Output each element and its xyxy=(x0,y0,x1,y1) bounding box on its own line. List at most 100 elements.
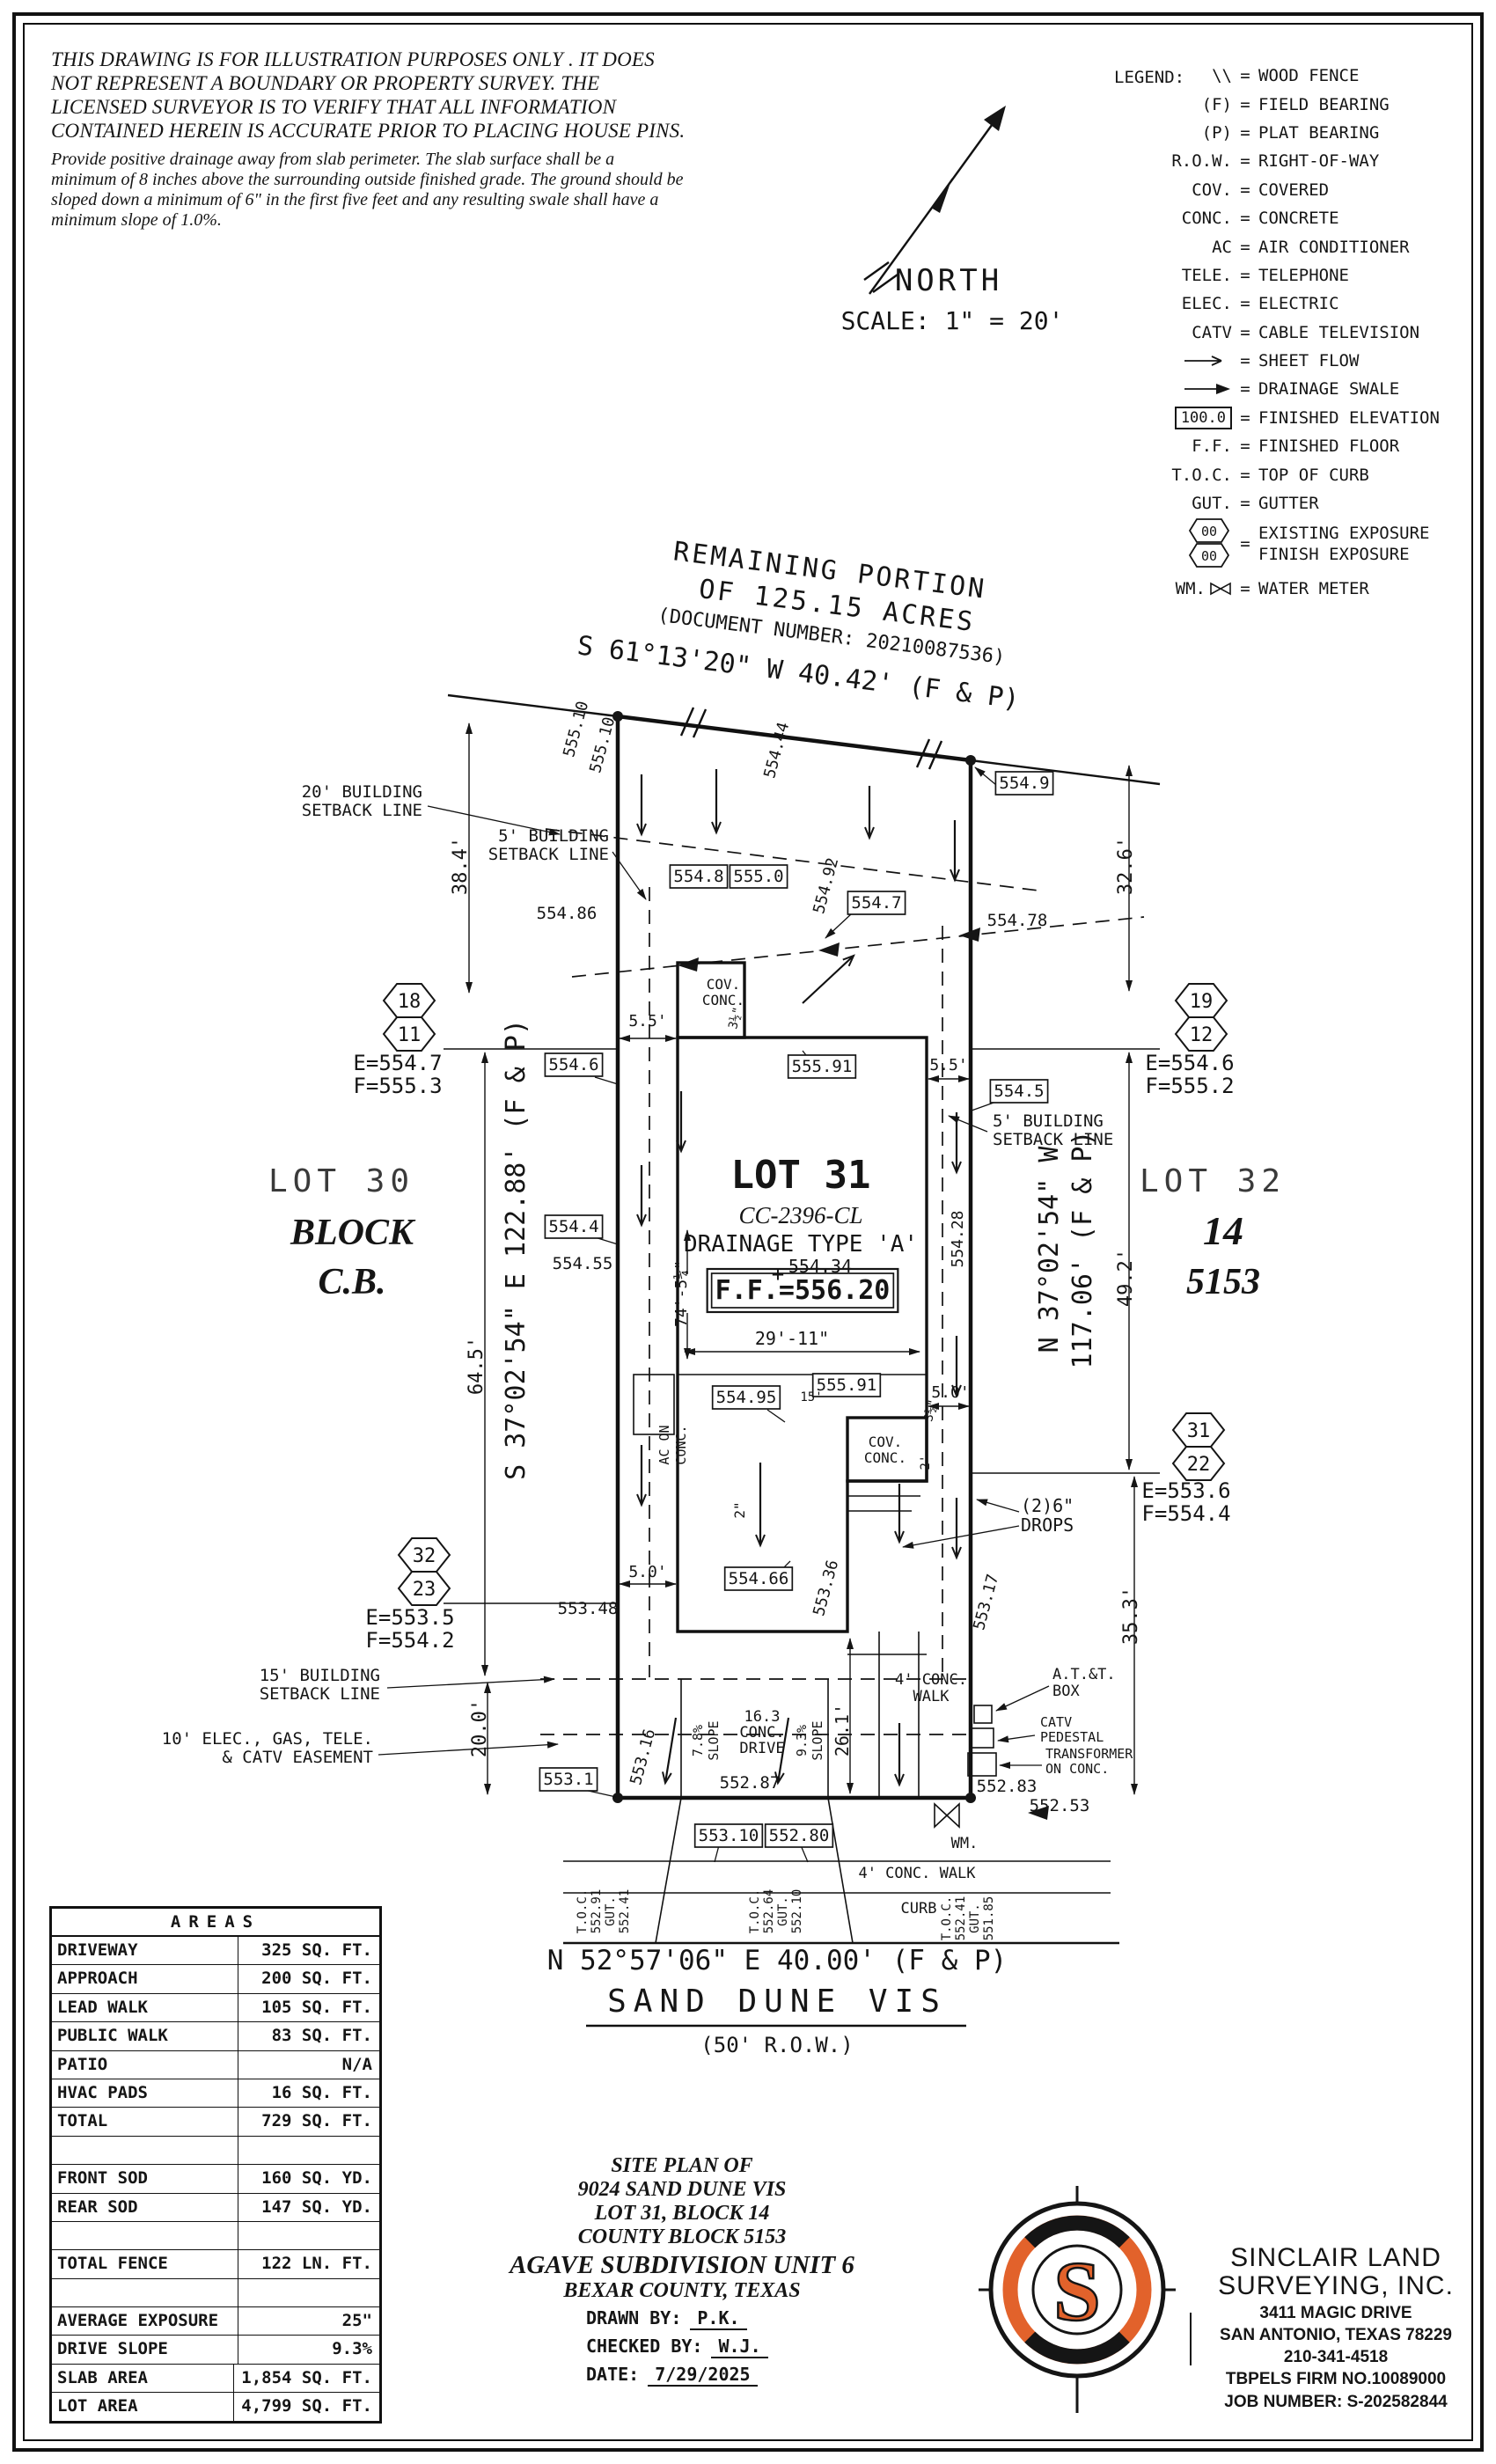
plan-label: 2" xyxy=(731,1501,748,1518)
plan-label: 554.95 xyxy=(716,1388,777,1407)
plan-label: 551.85 xyxy=(982,1896,996,1941)
sheet-flow-icon xyxy=(1114,354,1232,368)
plan-label: 554.5 xyxy=(994,1082,1044,1101)
plan-label: SAND DUNE VIS xyxy=(607,1984,947,2020)
plan-label: 554.7 xyxy=(851,893,901,913)
plan-label: 3½" xyxy=(921,1398,941,1424)
plan-label: CC-2396-CL xyxy=(738,1202,862,1228)
plan-label: F=554.2 xyxy=(365,1628,454,1653)
plan-label: 15' BUILDING xyxy=(260,1666,380,1685)
plan-label: SLOPE xyxy=(706,1720,722,1760)
water-meter-legend-icon xyxy=(1210,582,1231,596)
areas-label: HVAC PADS xyxy=(52,2079,239,2108)
areas-value xyxy=(238,2137,379,2164)
plan-label: DRAINAGE TYPE 'A' xyxy=(684,1231,918,1258)
legend: LEGEND: \\ = WOOD FENCE (F) = FIELD BEAR… xyxy=(1114,62,1492,607)
areas-value: 105 SQ. FT. xyxy=(261,1997,372,2017)
areas-label: LOT AREA xyxy=(52,2393,235,2421)
areas-table-row xyxy=(52,2136,379,2166)
plan-label: 554.92 xyxy=(810,855,842,915)
wood-fence-icon: \\ xyxy=(1212,66,1232,86)
marker-number: 19 xyxy=(1190,991,1214,1013)
plan-label: 552.87 xyxy=(720,1773,781,1793)
plan-label: GUT. xyxy=(604,1896,618,1926)
plan-label: LOT 30 xyxy=(268,1163,414,1199)
plan-label: (50' R.O.W.) xyxy=(700,2033,853,2057)
flatwork xyxy=(563,1632,1119,2028)
plan-label: T.O.C. xyxy=(576,1889,590,1934)
plan-label: WALK xyxy=(913,1688,950,1705)
firm-address: SAN ANTONIO, TEXAS 78229 xyxy=(1220,2326,1452,2344)
plan-label: 554.78 xyxy=(987,911,1048,930)
plan-label: 553.16 xyxy=(627,1727,659,1786)
legend-row-field-bearing: (F) = FIELD BEARING xyxy=(1201,94,1390,114)
plan-label: 554.4 xyxy=(548,1217,598,1236)
plan-label: 5.5' xyxy=(929,1056,967,1074)
firm-name: SINCLAIR LAND xyxy=(1230,2243,1441,2272)
plan-label: E=553.6 xyxy=(1141,1478,1230,1503)
plan-label: 15' xyxy=(800,1390,822,1404)
plan-label: ON CONC. xyxy=(1045,1761,1109,1777)
plan-label: + xyxy=(772,1262,784,1287)
areas-value: 200 SQ. FT. xyxy=(261,1969,372,1989)
title-county-block: COUNTY BLOCK 5153 xyxy=(577,2226,787,2248)
plan-label: 117.06' (F & P) xyxy=(1067,1131,1098,1369)
areas-label xyxy=(52,2278,239,2307)
plan-label: 554.9 xyxy=(999,774,1049,793)
plan-label: GUT. xyxy=(776,1896,790,1926)
drainage-swale-icon xyxy=(1114,382,1232,396)
plan-label: CATV xyxy=(1040,1714,1072,1730)
plan-label: F=554.4 xyxy=(1141,1501,1230,1526)
legend-title: LEGEND: xyxy=(1114,68,1185,87)
plan-label: 5153 xyxy=(1186,1262,1260,1302)
areas-table-row xyxy=(52,2278,379,2308)
plan-label: 552.83 xyxy=(977,1777,1038,1796)
areas-label: PUBLIC WALK xyxy=(52,2022,239,2050)
plan-label: 10' ELEC., GAS, TELE. xyxy=(162,1729,373,1749)
plan-label: 7.8% xyxy=(690,1725,706,1756)
areas-label: TOTAL xyxy=(52,2108,239,2136)
plan-label: 5' BUILDING xyxy=(498,826,609,846)
plan-label: 553.10 xyxy=(699,1826,759,1845)
plan-label: 29'-11" xyxy=(755,1328,829,1349)
plan-label: 553.48 xyxy=(558,1599,619,1618)
plan-label: BLOCK xyxy=(290,1213,416,1253)
plan-label: 555.10 xyxy=(560,699,592,759)
plan-label: 553.36 xyxy=(810,1558,842,1617)
legend-row-concrete: CONC. = CONCRETE xyxy=(1181,209,1339,229)
areas-label: APPROACH xyxy=(52,1965,239,1993)
surveyor-logo: S xyxy=(979,2186,1176,2413)
title-subdivision: AGAVE SUBDIVISION UNIT 6 xyxy=(510,2251,854,2279)
plan-label: 4' CONC. xyxy=(895,1671,967,1689)
title-address: 9024 SAND DUNE VIS xyxy=(577,2178,787,2201)
areas-label xyxy=(52,2136,239,2165)
plan-label: 552.53 xyxy=(1030,1796,1090,1815)
areas-label: AVERAGE EXPOSURE xyxy=(52,2307,239,2336)
disclaimer-line: LICENSED SURVEYOR IS TO VERIFY THAT ALL … xyxy=(51,96,617,118)
plan-label: A.T.&T. xyxy=(1052,1666,1116,1683)
plan-label: BOX xyxy=(1052,1683,1080,1700)
areas-label: LEAD WALK xyxy=(52,1993,239,2022)
exposure-hex-icon: 00 00 xyxy=(1114,516,1232,572)
drainage-note-line: sloped down a minimum of 6" in the first… xyxy=(51,190,659,209)
areas-value: 9.3% xyxy=(332,2339,372,2359)
plan-label: TRANSFORMER xyxy=(1045,1746,1133,1762)
plan-label: 14 xyxy=(1203,1208,1243,1253)
plan-label: AC ON xyxy=(656,1425,672,1464)
checked-by-row: CHECKED BY:W.J. xyxy=(586,2336,903,2358)
legend-row-catv: CATV = CABLE TELEVISION xyxy=(1192,322,1420,342)
plan-label: LOT 31 xyxy=(731,1153,871,1198)
plan-label: NORTH xyxy=(895,263,1002,298)
plan-label: SETBACK LINE xyxy=(260,1684,380,1704)
corner-leader-lines xyxy=(444,1048,1160,1604)
